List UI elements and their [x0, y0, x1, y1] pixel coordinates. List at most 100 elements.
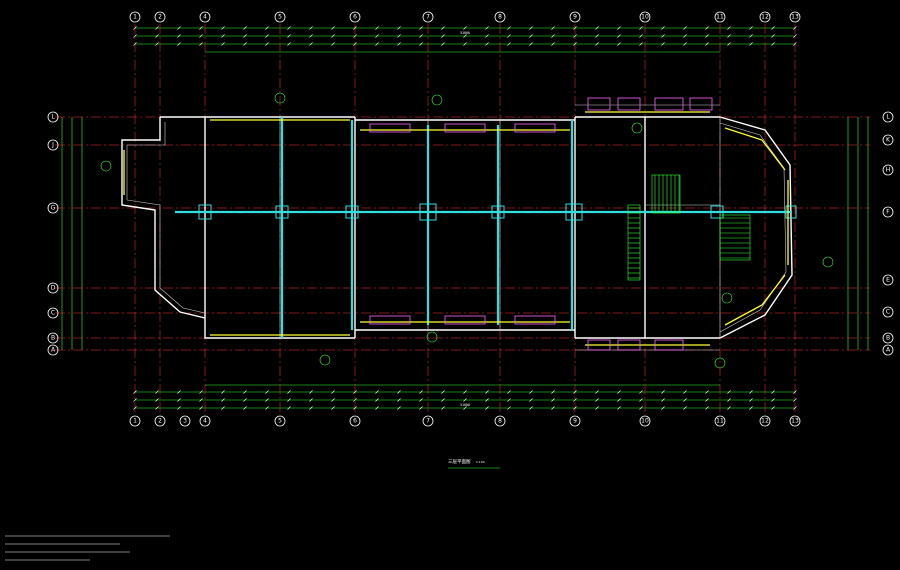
dimension-tick	[463, 34, 467, 38]
dimension-tick	[243, 406, 247, 410]
dimension-tick	[199, 398, 203, 402]
dimension-tick	[661, 390, 665, 394]
dimension-tick	[243, 42, 247, 46]
axis-label-bottom: 1	[133, 418, 137, 425]
dimension-tick	[485, 406, 489, 410]
dimension-tick	[639, 34, 643, 38]
dimension-tick	[199, 34, 203, 38]
dimension-tick	[243, 34, 247, 38]
dimension-tick	[155, 42, 159, 46]
dimension-tick	[661, 26, 665, 30]
dimension-tick	[507, 26, 511, 30]
dimension-tick	[793, 398, 797, 402]
axis-bubble-right	[882, 344, 894, 356]
dimension-tick	[177, 26, 181, 30]
notes-block	[5, 535, 170, 561]
dimension-tick	[551, 26, 555, 30]
dimension-tick	[661, 398, 665, 402]
axis-bubble-bottom	[639, 415, 651, 427]
axis-bubble-top	[759, 11, 771, 23]
dimension-tick	[155, 398, 159, 402]
dimension-tick	[529, 26, 533, 30]
axis-bubble-right	[882, 332, 894, 344]
axis-bubble-right	[882, 164, 894, 176]
axis-bubble-top	[569, 11, 581, 23]
axis-label-bottom: 2	[158, 418, 162, 425]
dimension-tick	[727, 406, 731, 410]
dimension-tick	[507, 390, 511, 394]
axis-bubble-top	[422, 11, 434, 23]
axis-bubble-top	[639, 11, 651, 23]
dimension-tick	[551, 34, 555, 38]
axis-label-bottom: 3	[183, 418, 187, 425]
dimension-tick	[617, 34, 621, 38]
dimension-tick	[551, 42, 555, 46]
axis-bubble-top	[714, 11, 726, 23]
dimension-tick	[397, 406, 401, 410]
dimension-tick	[287, 26, 291, 30]
axis-label-right: L	[886, 114, 890, 121]
drawing-title: 三层平面图	[448, 459, 471, 465]
dimension-tick	[133, 34, 137, 38]
axis-bubble-bottom	[199, 415, 211, 427]
dimension-tick	[309, 406, 313, 410]
dimension-tick	[133, 42, 137, 46]
dimension-tick	[485, 42, 489, 46]
dimension-tick	[529, 406, 533, 410]
dimension-tick	[309, 398, 313, 402]
dimension-tick	[397, 42, 401, 46]
dimension-tick	[639, 26, 643, 30]
dimension-tick	[177, 406, 181, 410]
dimension-tick	[617, 406, 621, 410]
dimension-tick	[265, 42, 269, 46]
axis-bubble-top	[129, 11, 141, 23]
axis-bubble-bottom	[759, 415, 771, 427]
dimension-tick	[705, 398, 709, 402]
axis-label-right: A	[886, 347, 891, 354]
dimension-tick	[463, 406, 467, 410]
axis-bubble-bottom	[179, 415, 191, 427]
dimension-tick	[727, 390, 731, 394]
dimension-tick	[727, 398, 731, 402]
dimension-tick	[397, 398, 401, 402]
stair-treads	[628, 175, 750, 279]
dimension-tick	[243, 390, 247, 394]
dimension-tick	[353, 406, 357, 410]
dimension-tick	[771, 398, 775, 402]
axis-label-bottom: 9	[573, 418, 577, 425]
dimension-tick	[463, 42, 467, 46]
dimension-tick	[265, 390, 269, 394]
dimension-tick	[793, 42, 797, 46]
axis-bubble-bottom	[274, 415, 286, 427]
dimension-tick	[133, 26, 137, 30]
dimension-tick	[353, 26, 357, 30]
dimension-tick	[243, 398, 247, 402]
dimension-tick	[463, 398, 467, 402]
axis-bubble-right	[882, 111, 894, 123]
windows	[123, 97, 789, 351]
dimension-tick	[529, 34, 533, 38]
dimension-tick	[749, 398, 753, 402]
dimension-tick	[595, 34, 599, 38]
axis-label-left: G	[51, 205, 56, 212]
dimension-tick	[551, 390, 555, 394]
axis-bubble-top	[349, 11, 361, 23]
axis-label-top: 4	[203, 14, 207, 21]
dimension-tick	[617, 398, 621, 402]
axis-label-top: 13	[791, 14, 799, 21]
dimension-tick	[639, 398, 643, 402]
axis-bubble-top	[199, 11, 211, 23]
dimension-tick	[419, 390, 423, 394]
dimension-tick	[573, 398, 577, 402]
dimension-tick	[133, 398, 137, 402]
dimension-tick	[793, 34, 797, 38]
dimension-tick	[441, 34, 445, 38]
axis-bubble-left	[47, 202, 59, 214]
dimension-tick	[463, 390, 467, 394]
left-dimension-chain	[61, 117, 83, 350]
dimension-tick	[705, 42, 709, 46]
dimension-tick	[353, 398, 357, 402]
dimension-tick	[375, 406, 379, 410]
dimension-tick	[639, 390, 643, 394]
dimension-tick	[639, 406, 643, 410]
